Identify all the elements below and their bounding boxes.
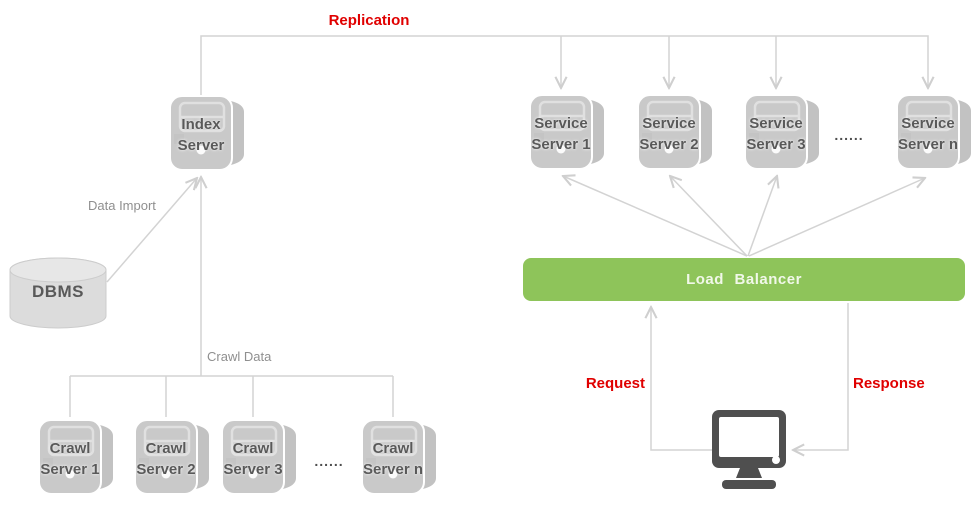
service-server-2-node: Service Server 2: [636, 93, 714, 171]
connector-lb-to-service-3: [747, 176, 777, 257]
label-line2: Server 2: [136, 461, 196, 478]
connector-lb-to-service-n: [748, 178, 925, 257]
crawl-server-3-node: Crawl Server 3: [220, 418, 298, 496]
service-server-n-label: Service Server n: [880, 113, 976, 155]
client-computer-node: [710, 408, 788, 490]
label-line1: Crawl: [49, 440, 91, 457]
label-line2: Server 1: [40, 461, 100, 478]
crawl-server-n-node: Crawl Server n: [360, 418, 438, 496]
label-line2: Server 3: [746, 136, 806, 153]
service-servers-ellipsis: ......: [834, 127, 864, 143]
request-label: Request: [585, 375, 645, 392]
connector-replication: [200, 35, 928, 95]
database-cylinder-icon: [9, 257, 107, 329]
dbms-node: DBMS: [8, 256, 108, 330]
label-line1: Service: [534, 115, 588, 132]
index-server-label: Index Server: [153, 114, 249, 156]
crawl-server-3-label: Crawl Server 3: [205, 438, 301, 480]
label-line2: Server n: [897, 136, 959, 153]
label-line1: Crawl: [372, 440, 414, 457]
service-server-2-label: Service Server 2: [621, 113, 717, 155]
service-server-1-label: Service Server 1: [513, 113, 609, 155]
label-line2: Server 1: [531, 136, 591, 153]
service-server-3-label: Service Server 3: [728, 113, 824, 155]
label-line1: Service: [642, 115, 696, 132]
service-server-1-node: Service Server 1: [528, 93, 606, 171]
index-server-node: Index Server: [168, 94, 246, 172]
index-server-label-line2: Server: [177, 137, 225, 154]
load-balancer-node: Load Balancer: [523, 258, 965, 301]
response-label: Response: [853, 375, 925, 392]
connector-crawl-branch: [69, 375, 394, 417]
dbms-label: DBMS: [31, 282, 85, 301]
connector-lb-to-service-1: [563, 176, 748, 257]
crawl-server-2-node: Crawl Server 2: [133, 418, 211, 496]
crawl-server-1-label: Crawl Server 1: [22, 438, 118, 480]
crawl-server-2-label: Crawl Server 2: [118, 438, 214, 480]
label-line1: Service: [749, 115, 803, 132]
connector-data-import: [106, 178, 197, 283]
load-balancer-label: Load Balancer: [686, 271, 802, 288]
monitor-icon: [712, 410, 786, 489]
label-line2: Server n: [362, 461, 424, 478]
data-import-label: Data Import: [88, 198, 156, 213]
crawl-servers-ellipsis: ......: [314, 453, 344, 469]
label-line1: Service: [901, 115, 955, 132]
index-server-label-line1: Index: [181, 116, 221, 133]
crawl-data-label: Crawl Data: [207, 349, 272, 364]
label-line2: Server 3: [223, 461, 283, 478]
crawl-server-n-label: Crawl Server n: [345, 438, 441, 480]
label-line1: Crawl: [145, 440, 187, 457]
connector-request: [651, 307, 712, 451]
service-server-3-node: Service Server 3: [743, 93, 821, 171]
label-line2: Server 2: [639, 136, 699, 153]
service-server-n-node: Service Server n: [895, 93, 973, 171]
replication-label: Replication: [328, 12, 410, 29]
label-line1: Crawl: [232, 440, 274, 457]
connector-response: [793, 303, 849, 450]
connector-lb-to-service-2: [670, 176, 748, 257]
crawl-server-1-node: Crawl Server 1: [37, 418, 115, 496]
